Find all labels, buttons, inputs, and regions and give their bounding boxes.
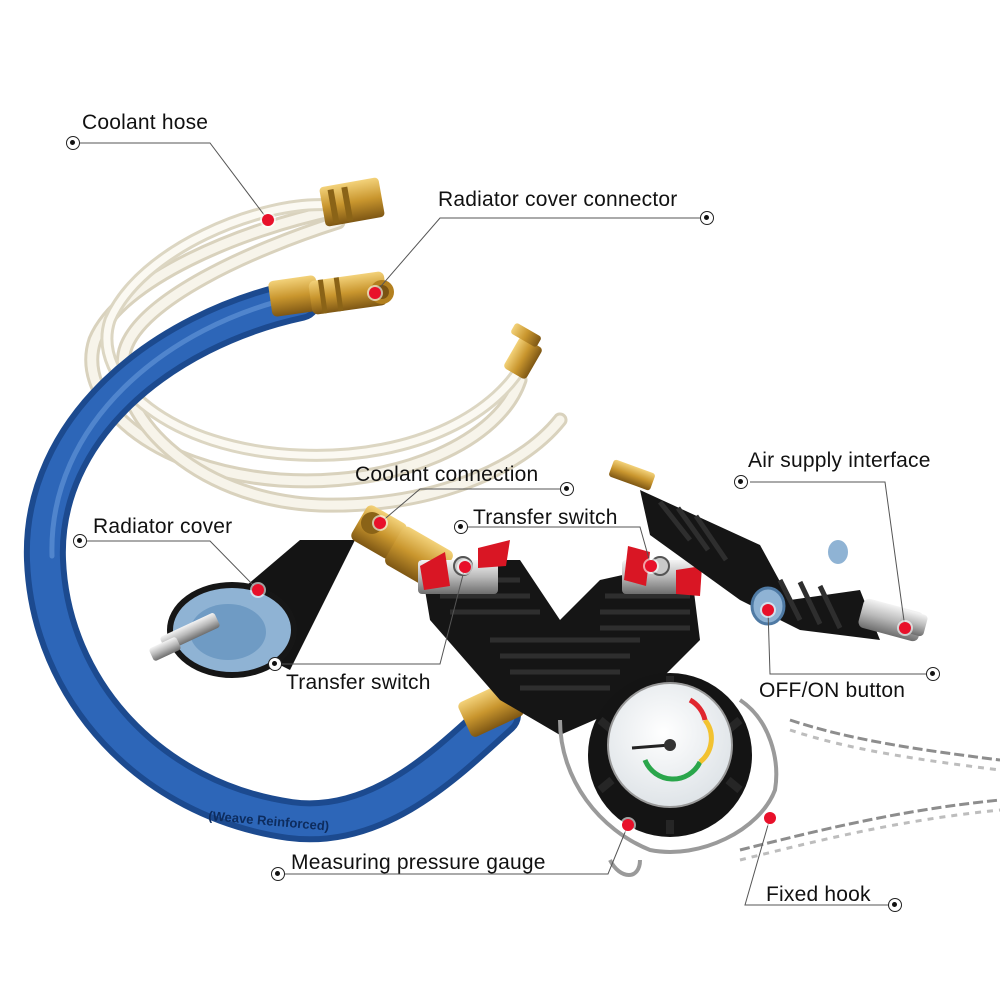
callout-dot-transfer-switch-bottom: [459, 561, 471, 573]
callout-bullet-fixed-hook: [888, 898, 902, 912]
callout-dot-coolant-connection: [374, 517, 386, 529]
callout-bullet-pressure-gauge: [271, 867, 285, 881]
label-coolant-hose: Coolant hose: [82, 111, 209, 134]
radiator-cover-cone: [149, 540, 355, 678]
label-fixed-hook: Fixed hook: [766, 883, 871, 906]
label-radiator-cover-connector: Radiator cover connector: [438, 188, 678, 211]
clear-coolant-hose: [84, 198, 568, 513]
air-supply-assembly: [609, 459, 928, 642]
blue-hose: [23, 279, 521, 843]
label-coolant-connection: Coolant connection: [355, 463, 539, 486]
radiator-cover-connector-fitting: [268, 271, 394, 317]
callout-dot-air-supply-interface: [899, 622, 911, 634]
callout-dot-fixed-hook: [764, 812, 776, 824]
callout-bullet-radiator-cover-connector: [700, 211, 714, 225]
fixed-hook: [558, 698, 779, 877]
callout-leader-lines: [76, 142, 933, 906]
right-transfer-switch: [622, 546, 702, 596]
callout-bullet-off-on-button: [926, 667, 940, 681]
callout-dot-pressure-gauge: [622, 819, 634, 831]
chain: [739, 718, 1000, 862]
label-off-on-button: OFF/ON button: [759, 679, 906, 702]
callout-dot-radiator-cover: [252, 584, 264, 596]
label-measuring-pressure-gauge: Measuring pressure gauge: [291, 851, 546, 874]
label-transfer-switch-top: Transfer switch: [473, 506, 618, 529]
left-transfer-switch: [418, 540, 510, 594]
callout-dot-radiator-cover-connector: [369, 287, 381, 299]
label-radiator-cover: Radiator cover: [93, 515, 233, 538]
callout-bullet-transfer-switch-bottom: [268, 657, 282, 671]
callout-bullet-coolant-connection: [560, 482, 574, 496]
callout-bullet-coolant-hose: [66, 136, 80, 150]
label-air-supply-interface: Air supply interface: [748, 449, 931, 472]
callout-dot-off-on-button: [762, 604, 774, 616]
clear-hose-brass-coupler: [319, 177, 385, 227]
callout-dot-coolant-hose: [262, 214, 274, 226]
callout-dot-transfer-switch-top: [645, 560, 657, 572]
pressure-gauge: [588, 673, 752, 837]
label-transfer-switch-bottom: Transfer switch: [286, 671, 431, 694]
clear-hose-brass-barb: [504, 323, 542, 379]
callout-bullet-transfer-switch-top: [454, 520, 468, 534]
callout-bullet-air-supply-interface: [734, 475, 748, 489]
callout-bullet-radiator-cover: [73, 534, 87, 548]
